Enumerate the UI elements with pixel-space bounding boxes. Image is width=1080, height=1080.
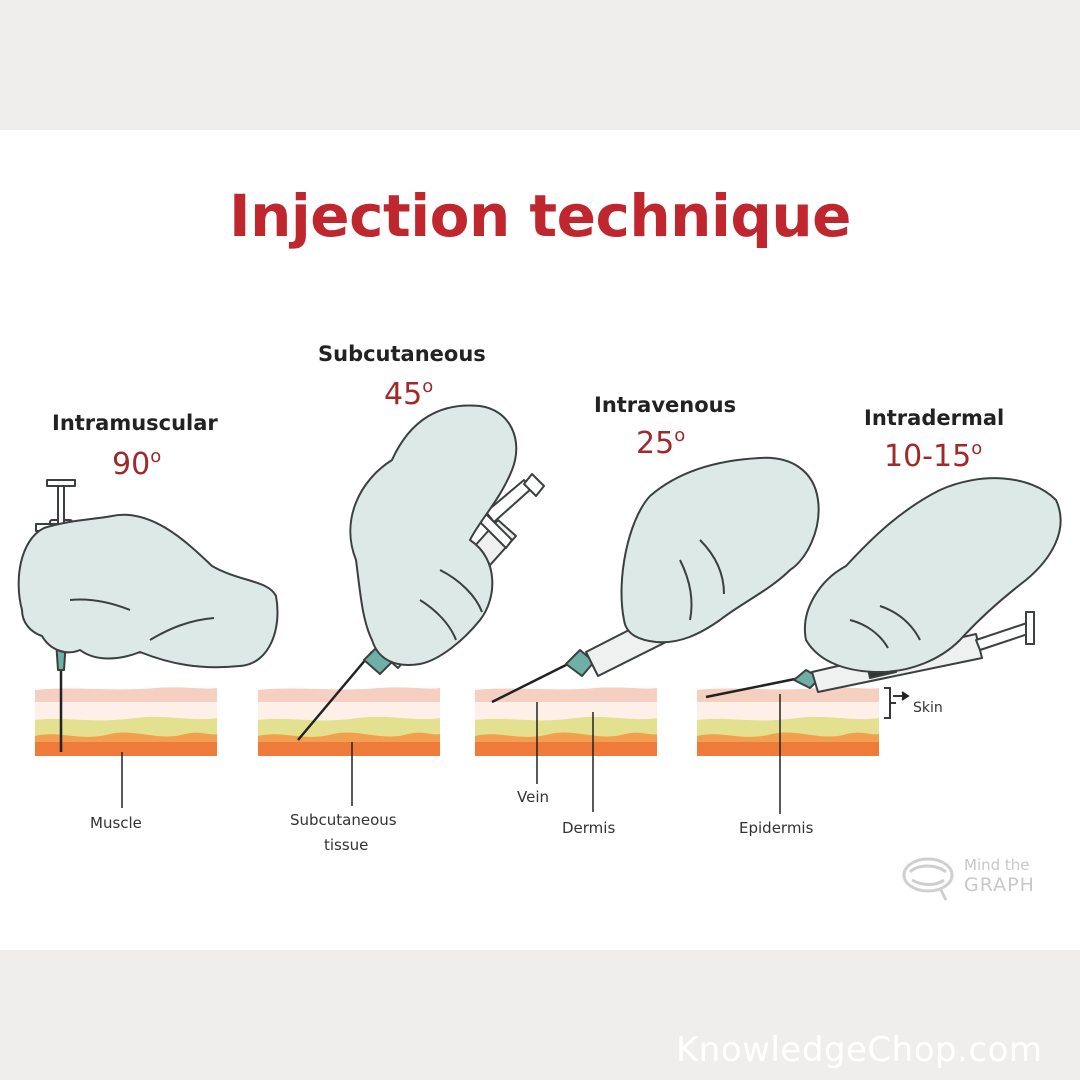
technique-name-subcutaneous: Subcutaneous [318,342,486,366]
skin-strip-intramuscular [35,687,217,756]
skin-strip-subcutaneous [258,687,440,756]
technique-angle-intramuscular: 90o [112,446,162,482]
technique-name-intradermal: Intradermal [864,406,1005,430]
technique-angle-intravenous: 25o [636,425,686,461]
page-title: Injection technique [229,182,851,250]
technique-angle-subcutaneous: 45o [384,376,434,412]
logo-line2: GRAPH [964,874,1035,896]
mind-the-graph-logo: Mind the GRAPH [964,858,1035,895]
label-muscle: Muscle [90,814,142,832]
label-subcutaneous-tissue-line2: tissue [324,836,369,854]
logo-line1: Mind the [964,856,1030,874]
label-vein: Vein [517,788,549,806]
technique-name-intravenous: Intravenous [594,393,737,417]
label-subcutaneous-tissue-line1: Subcutaneous [290,811,397,829]
skin-strip-intradermal [697,687,879,756]
label-leader-lines [121,694,781,814]
label-epidermis: Epidermis [739,819,814,837]
skin-bracket [884,687,910,719]
label-dermis: Dermis [562,819,616,837]
mind-the-graph-logo-icon [902,857,954,901]
technique-angle-intradermal: 10-15o [884,438,983,474]
subcutaneous-syringe-hand [297,404,545,741]
label-skin: Skin [913,700,943,716]
watermark: KnowledgeChop.com [676,1030,1043,1070]
intravenous-syringe-hand [491,456,820,704]
intramuscular-syringe-hand [17,479,279,752]
intradermal-syringe-hand [705,477,1062,699]
technique-name-intramuscular: Intramuscular [52,411,218,435]
